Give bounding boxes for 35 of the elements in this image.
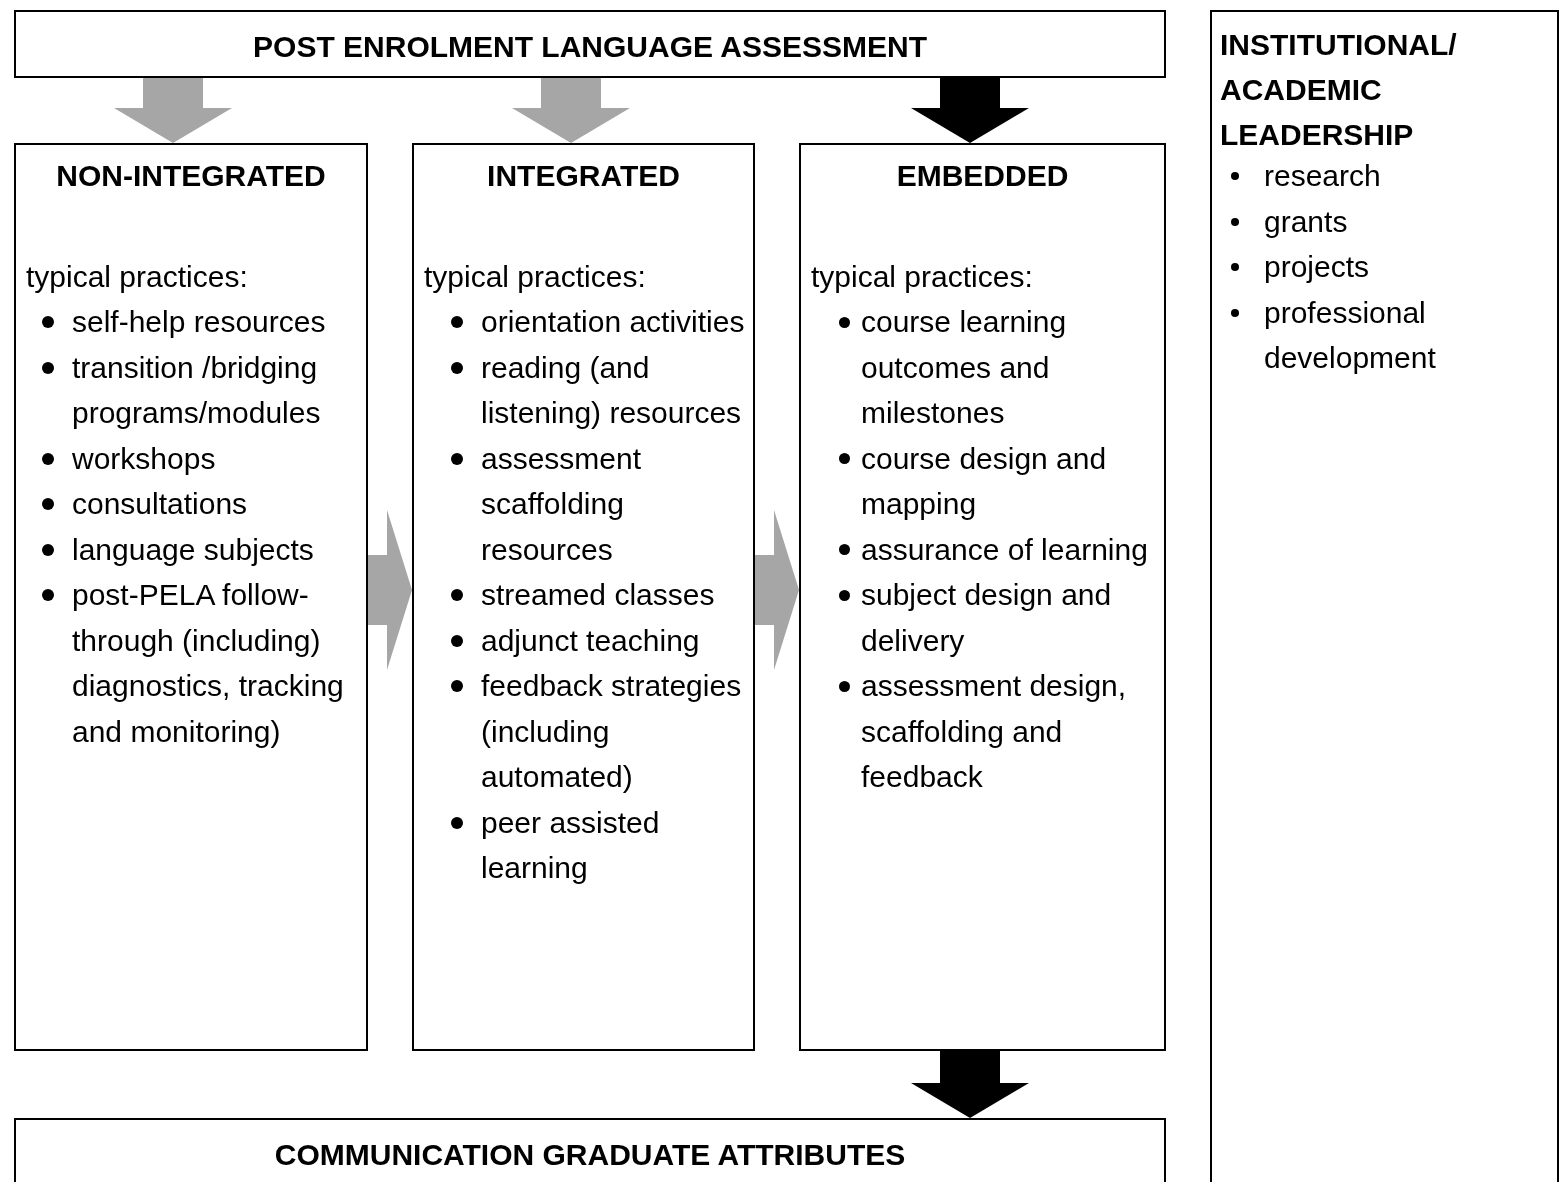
intro-text: typical practices: [811,259,1034,295]
list-item: language subjects [72,532,314,566]
intro-text: typical practices: [26,259,249,295]
list-item: assessment design, scaffolding and feedback [861,669,1127,793]
list-item: assurance of learning [861,532,1148,566]
list-item: orientation activities [481,305,745,338]
column-heading: NON-INTEGRATED [55,158,327,194]
list-item: post-PELA follow-through (including) diagnostics, tracking and monitoring) [72,578,344,748]
list-item: professional development [1264,295,1436,374]
list-item: consultations [72,487,248,520]
category-box [799,143,1166,1051]
list-item: peer assisted learning [481,805,660,884]
block-arrow [114,78,232,143]
list-item: feedback strategies (including automated) [481,669,742,793]
side-panel [1210,10,1559,1182]
block-arrow [911,1051,1029,1118]
block-arrow [911,78,1029,143]
list-item: workshops [72,441,216,475]
block-arrow [368,510,412,670]
list-item: research [1264,159,1381,192]
intro-text: typical practices: [424,259,647,295]
list-item: projects [1264,250,1370,283]
category-box [412,143,755,1051]
column-heading: INTEGRATED [486,158,681,194]
category-box [14,143,368,1051]
list-item: self-help resources [72,305,326,338]
list-item: streamed classes [481,578,715,611]
list-item: adjunct teaching [481,623,700,657]
block-arrow [755,510,799,670]
title-box [14,10,1166,78]
heading: COMMUNICATION GRADUATE ATTRIBUTES [273,1137,907,1173]
list-item: grants [1264,204,1348,238]
heading: POST ENROLMENT LANGUAGE ASSESSMENT [252,29,928,65]
column-heading: EMBEDDED [895,158,1070,194]
block-arrow [512,78,630,143]
